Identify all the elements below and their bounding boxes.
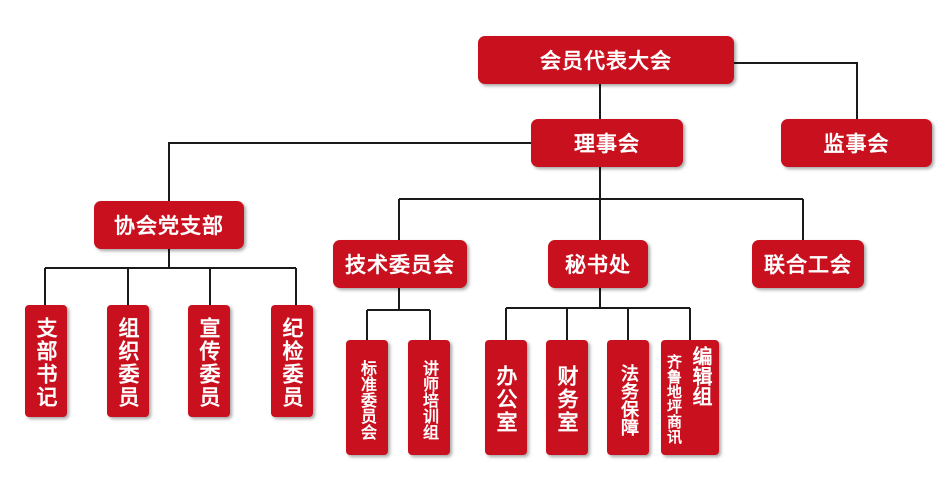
node-office: 办公室 <box>485 340 527 455</box>
node-union: 联合工会 <box>752 240 864 288</box>
node-discipline-member: 纪检委员 <box>271 305 313 417</box>
node-organization-member: 组织委员 <box>107 305 149 417</box>
node-branch-secretary: 支部书记 <box>25 305 67 417</box>
node-secretariat: 秘书处 <box>548 240 648 288</box>
node-legal-support: 法务保障 <box>607 340 649 455</box>
node-board: 理事会 <box>531 119 683 167</box>
node-party-branch: 协会党支部 <box>94 201 244 249</box>
editorial-group-sublabel: 齐鲁地坪商讯 <box>665 354 683 444</box>
node-technical-committee: 技术委员会 <box>333 240 467 288</box>
node-member-congress: 会员代表大会 <box>478 36 734 84</box>
editorial-group-label: 编辑组 <box>689 346 713 406</box>
node-trainer-group: 讲师培训组 <box>408 340 450 455</box>
node-editorial-group: 编辑组 齐鲁地坪商讯 <box>661 340 719 455</box>
connector-top-supervisory <box>734 62 858 119</box>
node-standards-committee: 标准委员会 <box>346 340 388 455</box>
connector-board-party <box>168 142 531 201</box>
node-publicity-member: 宣传委员 <box>188 305 230 417</box>
node-finance-office: 财务室 <box>546 340 588 455</box>
node-supervisory-board: 监事会 <box>781 119 932 167</box>
